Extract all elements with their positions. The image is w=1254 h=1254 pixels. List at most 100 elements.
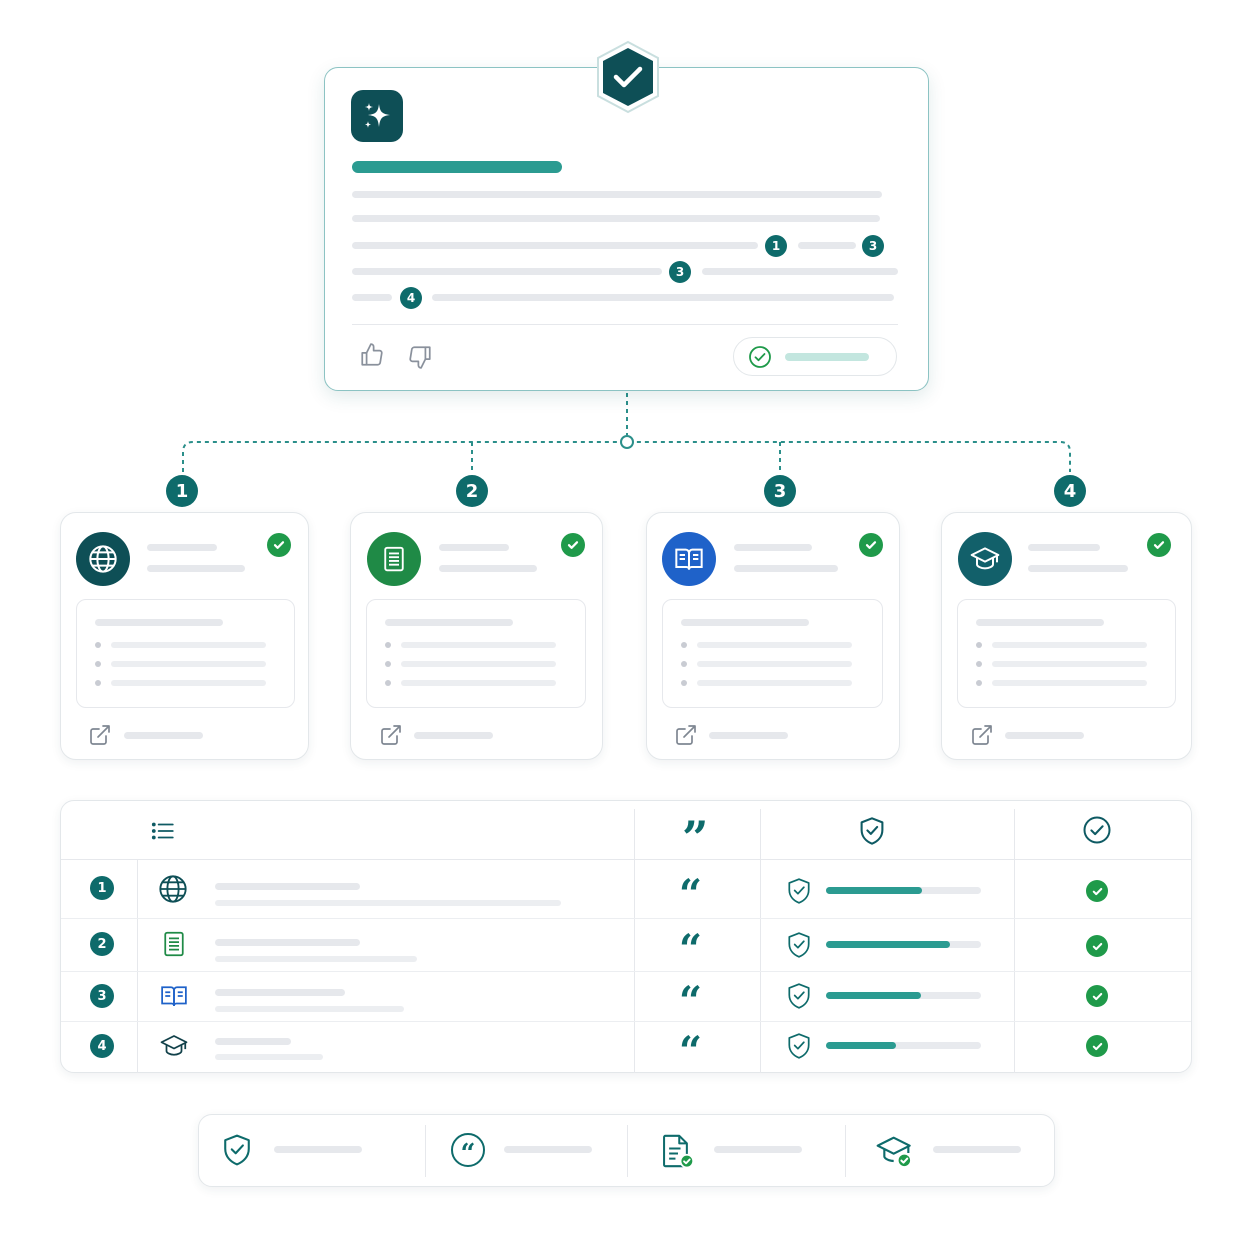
footer-legend: “ (198, 1114, 1055, 1187)
document-icon (367, 532, 421, 586)
row-title-bar (215, 1038, 291, 1045)
excerpt-heading-bar (681, 619, 809, 626)
bullet (95, 642, 101, 648)
bullet (95, 680, 101, 686)
thumbs-up-icon[interactable] (359, 342, 385, 368)
legend-divider (425, 1125, 426, 1177)
answer-line (798, 242, 856, 249)
answer-line (352, 268, 662, 275)
bullet (385, 642, 391, 648)
verified-pill[interactable] (733, 337, 897, 376)
divider (352, 324, 898, 325)
shield-check-icon (786, 877, 812, 905)
source-card-4[interactable] (941, 512, 1192, 760)
quote-icon: “ (679, 978, 703, 1025)
answer-line (352, 294, 392, 301)
quote-icon: “ (679, 1028, 703, 1075)
row-title-bar (215, 883, 360, 890)
external-link-icon[interactable] (88, 723, 112, 747)
citation-table: ” 1 “ 2 (60, 800, 1192, 1073)
legend-label-bar (274, 1146, 362, 1153)
quote-circle-icon: “ (450, 1132, 486, 1168)
shield-check-icon (786, 1032, 812, 1060)
source-subtitle-bar (439, 565, 537, 572)
citation-marker[interactable]: 3 (669, 261, 691, 283)
excerpt-line (697, 642, 852, 648)
row-title-bar (215, 989, 345, 996)
answer-line (702, 268, 898, 275)
source-subtitle-bar (147, 565, 245, 572)
source-excerpt-box (76, 599, 295, 708)
list-icon (150, 818, 176, 844)
answer-line (352, 215, 880, 222)
excerpt-line (111, 642, 266, 648)
open-book-icon (662, 532, 716, 586)
external-link-icon[interactable] (970, 723, 994, 747)
check-badge-icon (1086, 1035, 1108, 1057)
excerpt-line (697, 661, 852, 667)
check-shield-icon (593, 39, 663, 115)
check-badge-icon (1086, 880, 1108, 902)
citation-marker[interactable]: 3 (862, 235, 884, 257)
sparkle-icon (351, 90, 403, 142)
quote-icon: ” (682, 811, 709, 865)
excerpt-line (992, 661, 1147, 667)
shield-check-icon (221, 1133, 253, 1167)
row-number: 4 (90, 1034, 114, 1058)
source-link-bar (414, 732, 493, 739)
source-card-3[interactable] (646, 512, 900, 760)
excerpt-line (992, 642, 1147, 648)
excerpt-line (992, 680, 1147, 686)
excerpt-line (401, 661, 556, 667)
source-card-1[interactable] (60, 512, 309, 760)
legend-label-bar (714, 1146, 802, 1153)
document-icon (159, 929, 189, 959)
bullet (95, 661, 101, 667)
thumbs-down-icon[interactable] (407, 344, 433, 370)
bullet (681, 642, 687, 648)
source-link-bar (709, 732, 788, 739)
open-book-icon (158, 981, 190, 1011)
shield-check-icon (858, 816, 886, 846)
shield-check-icon (786, 982, 812, 1010)
source-subtitle-bar (734, 565, 838, 572)
quote-icon: “ (679, 926, 703, 973)
svg-text:“: “ (461, 1139, 476, 1168)
row-divider (61, 859, 1191, 860)
bullet (976, 642, 982, 648)
confidence-fill (826, 1042, 896, 1049)
excerpt-heading-bar (385, 619, 513, 626)
confidence-track (826, 1042, 981, 1049)
check-circle-icon (1082, 815, 1112, 845)
excerpt-heading-bar (95, 619, 223, 626)
graduation-cap-icon (958, 532, 1012, 586)
column-divider (137, 860, 138, 1073)
source-number-badge: 4 (1054, 475, 1086, 507)
source-excerpt-box (957, 599, 1176, 708)
citation-marker[interactable]: 1 (765, 235, 787, 257)
bullet (976, 661, 982, 667)
shield-check-icon (786, 931, 812, 959)
excerpt-heading-bar (976, 619, 1104, 626)
external-link-icon[interactable] (379, 723, 403, 747)
row-subtitle-bar (215, 956, 417, 962)
row-number: 3 (90, 984, 114, 1008)
globe-icon (157, 873, 189, 905)
bullet (976, 680, 982, 686)
source-card-2[interactable] (350, 512, 603, 760)
bullet (681, 661, 687, 667)
verified-label-bar (785, 353, 869, 361)
globe-icon (76, 532, 130, 586)
source-link-bar (124, 732, 203, 739)
column-divider (1014, 809, 1015, 1073)
excerpt-line (401, 680, 556, 686)
bullet (385, 680, 391, 686)
quote-icon: “ (679, 871, 703, 918)
graduation-cap-check-icon (875, 1132, 915, 1170)
legend-divider (845, 1125, 846, 1177)
source-title-bar (147, 544, 217, 551)
citation-marker[interactable]: 4 (400, 287, 422, 309)
document-check-icon (660, 1132, 696, 1170)
external-link-icon[interactable] (674, 723, 698, 747)
